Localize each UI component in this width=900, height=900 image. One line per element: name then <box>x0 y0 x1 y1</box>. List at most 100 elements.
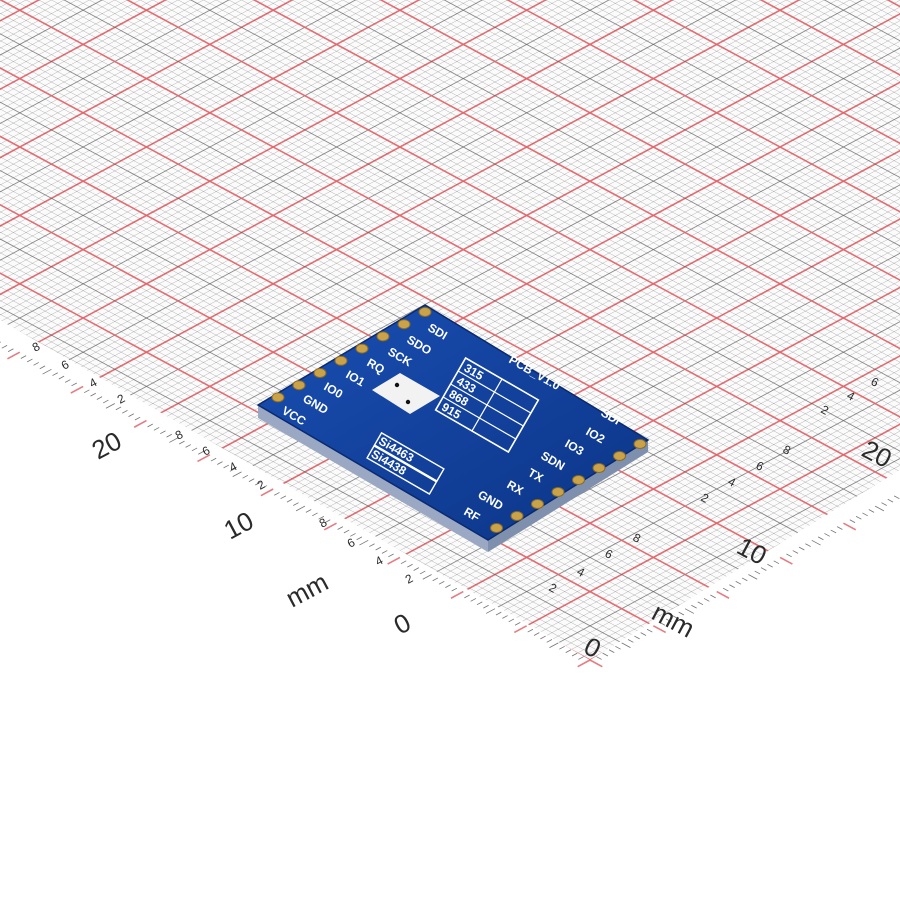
grid-line <box>444 0 900 582</box>
grid-line <box>108 0 900 401</box>
grid-line <box>280 495 287 500</box>
grid-line <box>0 0 900 473</box>
grid-line <box>0 0 900 346</box>
grid-line <box>0 0 900 435</box>
grid-line <box>0 0 900 278</box>
grid-line <box>128 413 134 417</box>
grid-line <box>0 0 900 466</box>
grid-line <box>0 0 635 637</box>
grid-line <box>716 590 730 599</box>
grid-line <box>0 0 900 336</box>
grid-line <box>356 536 363 541</box>
grid-line <box>19 0 900 353</box>
castellated-pad <box>376 331 390 342</box>
grid-line <box>786 553 792 558</box>
grid-line <box>197 454 211 463</box>
grid-line <box>0 0 900 295</box>
left-axis-label-20: 20 <box>87 425 127 465</box>
grid-line <box>578 656 584 660</box>
grid-line <box>0 0 900 360</box>
grid-line <box>274 492 280 496</box>
grid-line <box>191 447 198 452</box>
grid-line <box>881 502 887 506</box>
grid-line <box>0 0 900 452</box>
grid-line <box>90 392 96 397</box>
grid-line <box>565 649 572 653</box>
grid-line <box>0 0 888 500</box>
grid-line <box>0 0 900 445</box>
grid-line <box>513 0 900 620</box>
grid-line <box>0 0 900 264</box>
grid-line <box>691 604 697 609</box>
grid-line <box>0 0 900 339</box>
left-axis-label-10: 10 <box>219 505 259 545</box>
castellated-pad <box>397 319 411 330</box>
grid-line <box>171 0 900 435</box>
grid-line <box>286 498 293 503</box>
grid-line <box>0 0 900 397</box>
grid-line <box>451 587 458 592</box>
grid-line <box>464 594 470 599</box>
grid-line <box>615 645 621 650</box>
grid-line <box>437 0 900 579</box>
frequency-table: 315 433 868 915 <box>434 356 540 454</box>
grid-line <box>0 0 900 288</box>
grid-line <box>456 0 900 589</box>
grid-line <box>210 457 217 462</box>
grid-line <box>824 533 830 537</box>
grid-line <box>52 372 58 376</box>
grid-line <box>160 430 166 435</box>
grid-line <box>70 0 900 380</box>
grid-line <box>438 580 445 585</box>
grid-line <box>0 0 831 531</box>
minor-label: 8 <box>173 427 186 443</box>
grid-line <box>589 659 603 668</box>
grid-line <box>359 539 369 546</box>
grid-line <box>431 0 900 575</box>
grid-line <box>741 577 748 582</box>
grid-line <box>20 355 27 359</box>
grid-line <box>0 0 900 268</box>
grid-line <box>0 0 900 343</box>
grid-line <box>0 0 900 493</box>
left-axis-label-0: 0 <box>389 607 416 640</box>
grid-line <box>710 594 716 599</box>
grid-line <box>559 645 565 650</box>
grid-line <box>318 516 325 520</box>
grid-line <box>0 0 882 503</box>
grid-line <box>432 577 439 582</box>
grid-line <box>177 0 900 439</box>
grid-line <box>634 635 640 640</box>
grid-line <box>0 0 850 521</box>
grid-line <box>25 0 900 356</box>
grid-line <box>475 0 900 599</box>
grid-line <box>122 409 128 414</box>
grid-line <box>514 622 521 626</box>
grid-line <box>0 0 900 285</box>
grid-line <box>76 0 900 384</box>
grid-line <box>63 0 900 377</box>
grid-line <box>0 0 900 449</box>
grid-line <box>546 639 553 643</box>
grid-line <box>0 0 900 380</box>
grid-line <box>133 0 900 414</box>
grid-line <box>64 379 71 383</box>
grid-line <box>817 536 824 541</box>
grid-line <box>232 471 242 478</box>
grid-line <box>323 522 337 531</box>
grid-line <box>672 615 678 619</box>
grid-line <box>127 0 900 411</box>
grid-line <box>375 546 382 551</box>
grid-line <box>450 590 464 599</box>
grid-line <box>0 0 900 291</box>
grid-line <box>0 0 900 370</box>
grid-line <box>0 0 900 425</box>
grid-line <box>0 0 900 329</box>
grid-line <box>0 0 900 428</box>
grid-line <box>722 587 729 592</box>
grid-line <box>0 0 900 257</box>
grid-line <box>0 0 900 414</box>
grid-line <box>242 474 249 479</box>
grid-line <box>507 0 900 616</box>
